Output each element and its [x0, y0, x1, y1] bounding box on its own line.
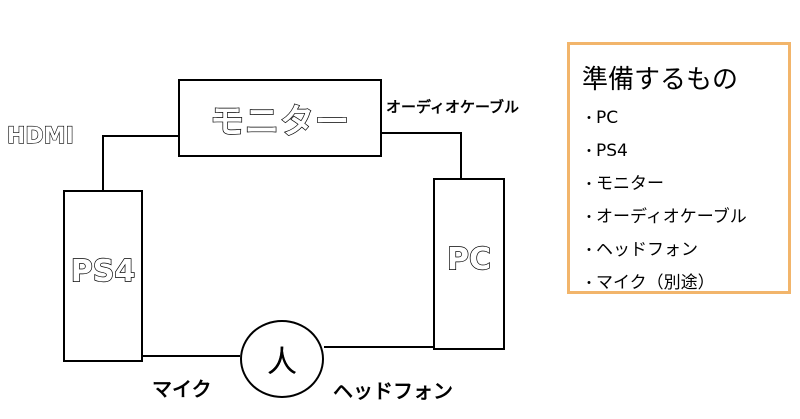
checklist-item: ・PC — [582, 102, 778, 135]
pc-box: PC — [433, 178, 505, 350]
audio-cable-connector — [382, 132, 462, 178]
audio-cable-label: オーディオケーブル — [386, 98, 520, 116]
mic-label: マイク — [152, 377, 212, 401]
checklist-item: ・PS4 — [582, 135, 778, 168]
bullet-icon: ・ — [582, 144, 596, 160]
bullet-icon: ・ — [582, 243, 596, 259]
monitor-label: モニター — [209, 101, 350, 142]
ps4-label: PS4 — [70, 253, 136, 289]
bullet-icon: ・ — [582, 177, 596, 193]
checklist-item-label: PS4 — [596, 141, 628, 161]
person-label: 人 — [267, 345, 297, 380]
checklist-item-label: ヘッドフォン — [596, 240, 698, 260]
checklist-item: ・オーディオケーブル — [582, 201, 778, 234]
checklist-panel: 準備するもの ・PC ・PS4 ・モニター ・オーディオケーブル ・ヘッドフォン… — [567, 42, 791, 294]
person-node: 人 — [240, 320, 324, 398]
hdmi-label: HDMI — [6, 123, 74, 149]
bullet-icon: ・ — [582, 276, 596, 292]
bullet-icon: ・ — [582, 111, 596, 127]
checklist-item: ・ヘッドフォン — [582, 234, 778, 267]
bullet-icon: ・ — [582, 210, 596, 226]
checklist-item: ・モニター — [582, 168, 778, 201]
checklist-item: ・マイク（別途） — [582, 267, 778, 300]
checklist-item-label: オーディオケーブル — [596, 207, 747, 227]
hdmi-connector — [102, 135, 178, 190]
headphone-label: ヘッドフォン — [333, 379, 453, 403]
checklist-items: ・PC ・PS4 ・モニター ・オーディオケーブル ・ヘッドフォン ・マイク（別… — [582, 102, 778, 300]
checklist-item-label: PC — [596, 108, 619, 128]
monitor-box: モニター — [178, 79, 382, 157]
ps4-box: PS4 — [63, 190, 143, 362]
checklist-title: 準備するもの — [582, 65, 739, 95]
checklist-item-label: マイク（別途） — [596, 273, 715, 293]
checklist-item-label: モニター — [596, 174, 664, 194]
pc-label: PC — [446, 241, 491, 277]
